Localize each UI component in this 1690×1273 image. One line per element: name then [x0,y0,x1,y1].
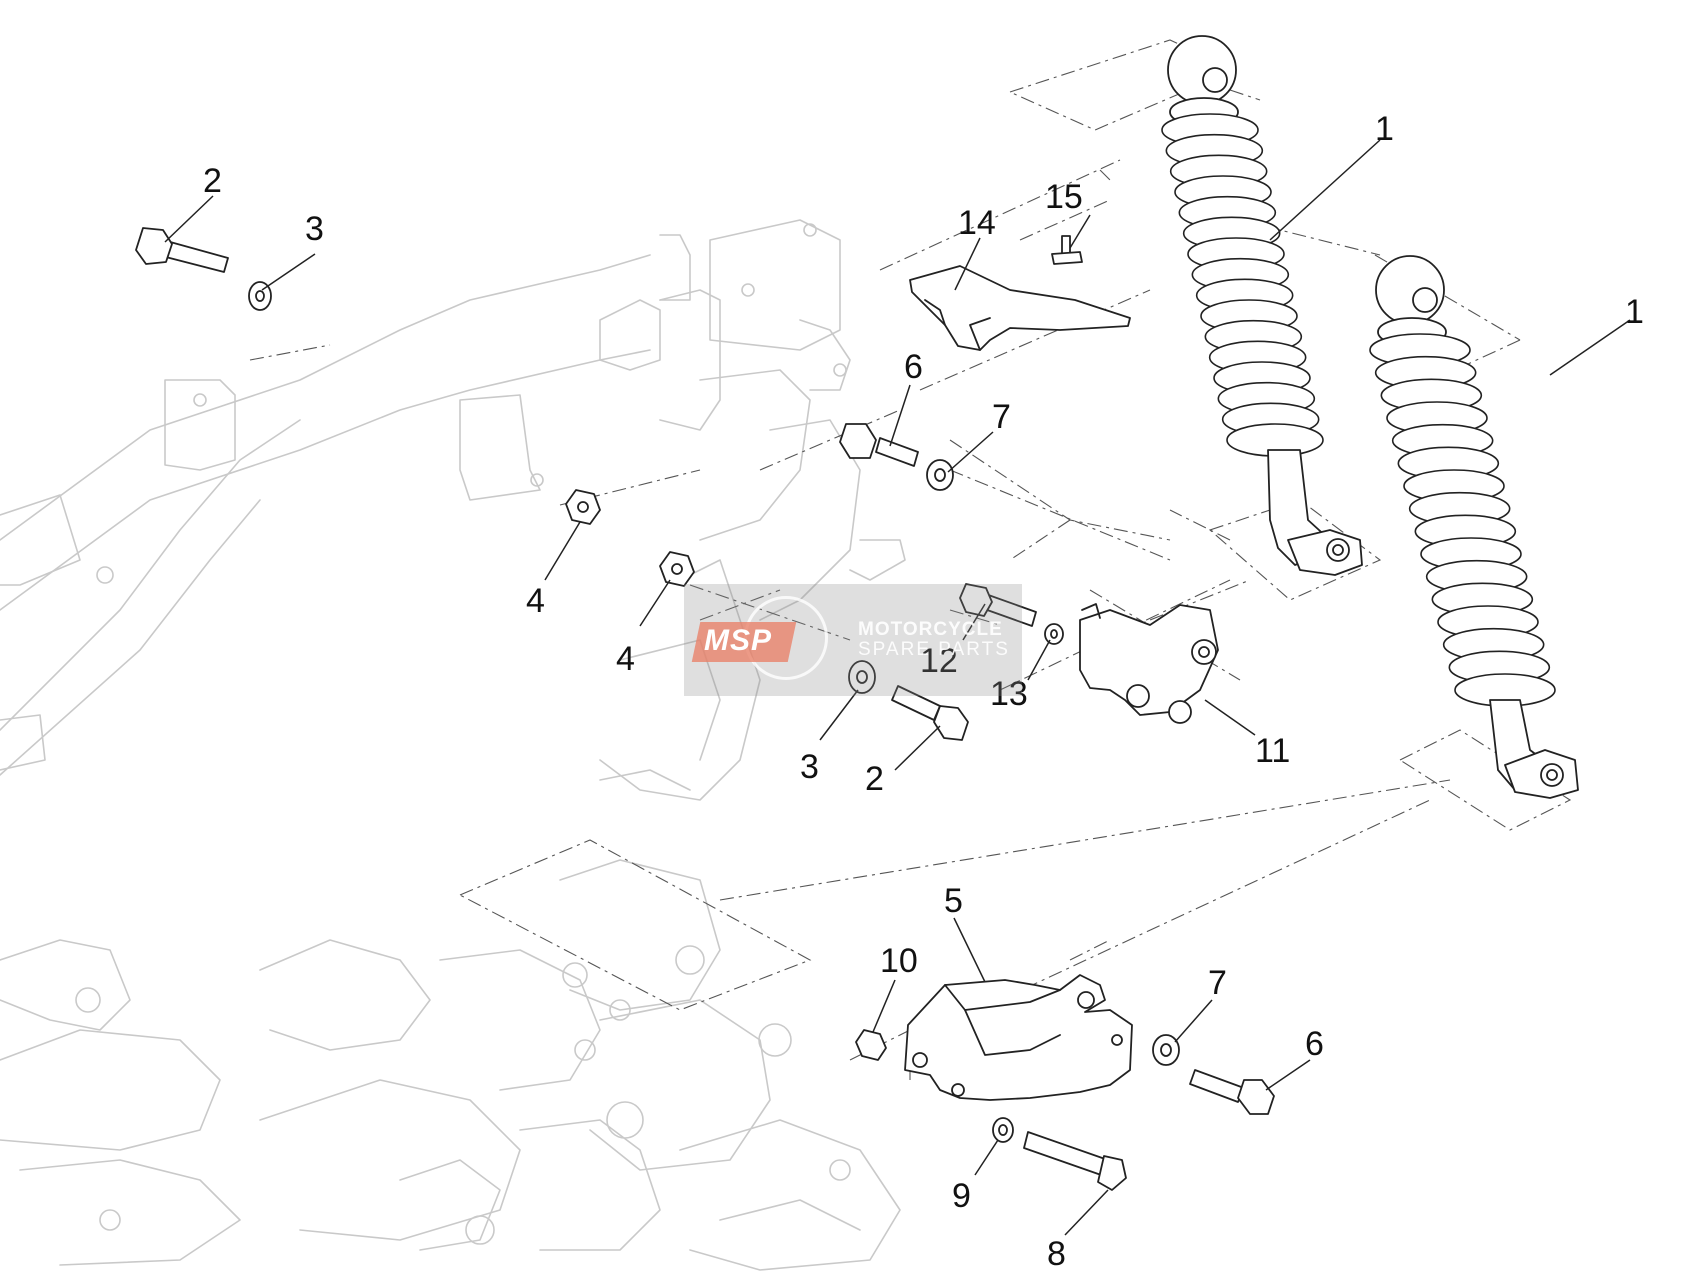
washer-9 [992,1117,1014,1143]
callout-8: 8 [1047,1235,1066,1273]
callout-1-left: 1 [1375,110,1394,148]
callout-13: 13 [990,675,1028,713]
watermark-banner: MSP MOTORCYCLE SPARE PARTS [684,584,1022,696]
cover-bracket [909,265,1131,351]
callout-6-upper: 6 [904,348,923,386]
bracket-5 [904,974,1133,1101]
callout-2-upper: 2 [203,162,222,200]
callout-10: 10 [880,942,918,980]
bolt-upper [135,227,229,273]
callout-4-upper: 4 [526,582,545,620]
washer-lower [848,660,876,694]
callout-14: 14 [958,204,996,242]
callout-15: 15 [1045,178,1083,216]
callout-2-lower: 2 [865,760,884,798]
watermark-logo: MSP [691,592,828,688]
nut-10 [855,1029,887,1061]
bolt-8 [1023,1131,1127,1191]
washer-7-lower [1152,1034,1180,1066]
nut-upper [565,489,601,525]
bolt-6-lower [1189,1069,1275,1115]
callout-5: 5 [944,882,963,920]
shock-absorber-left [1161,35,1363,576]
watermark-text: MOTORCYCLE SPARE PARTS [858,620,1010,660]
callout-3-upper: 3 [305,210,324,248]
assembly-lines [249,39,1572,1080]
logo-text: MSP [704,624,773,657]
bolt-12 [959,583,1037,627]
engine-ghost [0,859,901,1271]
nut-middle [659,551,695,587]
callout-7-upper: 7 [992,398,1011,436]
callout-1-right: 1 [1625,293,1644,331]
callout-6-lower: 6 [1305,1025,1324,1063]
callout-labels: 2 3 4 4 14 15 6 7 1 1 12 13 3 2 11 5 10 … [203,110,1644,1273]
callout-11: 11 [1255,732,1290,770]
callout-12: 12 [920,642,958,680]
washer-7-upper [926,459,954,491]
watermark-line2: SPARE PARTS [858,639,1010,660]
bracket-11 [1079,603,1219,724]
screw-small [1051,235,1083,265]
bolt-6-upper [839,423,919,467]
shock-absorber-right [1369,255,1579,799]
washer-13 [1044,623,1064,645]
callout-9: 9 [952,1177,971,1215]
callout-4-middle: 4 [616,640,635,678]
watermark-line1: MOTORCYCLE [858,619,1003,641]
washer-upper [248,281,272,311]
leader-lines [164,139,1631,1236]
callout-7-lower: 7 [1208,964,1227,1002]
bolt-lower [891,685,969,741]
callout-3-lower: 3 [800,748,819,786]
frame-ghost [0,219,906,801]
